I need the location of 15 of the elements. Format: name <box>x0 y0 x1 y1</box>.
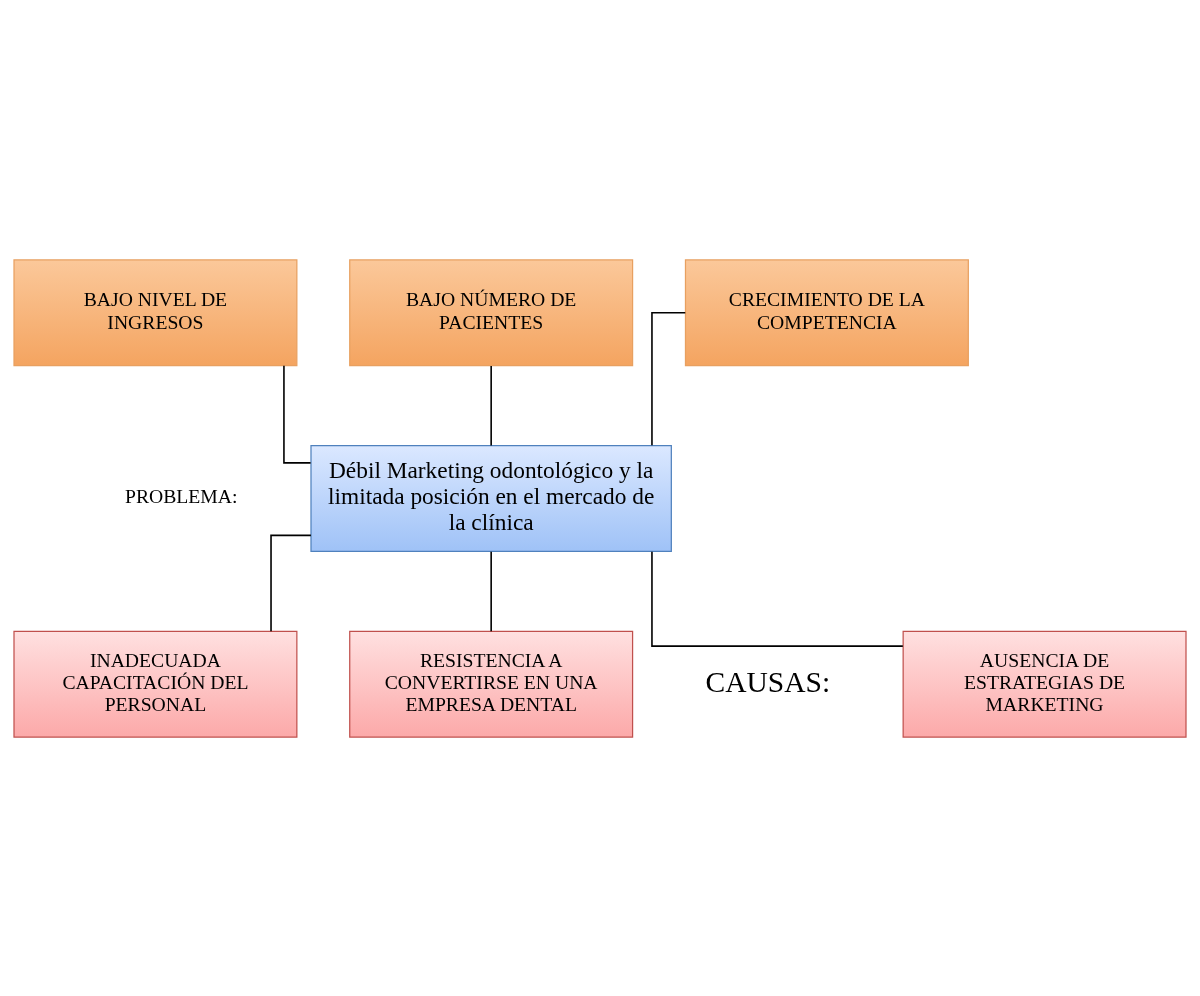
label: PROBLEMA: <box>125 484 238 507</box>
connector <box>651 311 687 446</box>
connector <box>490 550 492 632</box>
label: CAUSAS: <box>705 665 831 698</box>
node-box: BAJO NIVEL DE INGRESOS <box>13 258 298 366</box>
node-box: CRECIMIENTO DE LA COMPETENCIA <box>684 258 969 366</box>
connector <box>651 550 904 647</box>
connector <box>270 534 312 632</box>
node-box: BAJO NÚMERO DE PACIENTES <box>349 258 634 366</box>
connector <box>283 364 312 464</box>
connector <box>490 364 492 446</box>
node-box: INADECUADA CAPACITACIÓN DEL PERSONAL <box>13 630 298 738</box>
node-box: RESISTENCIA A CONVERTIRSE EN UNA EMPRESA DENTAL <box>349 630 634 738</box>
node-box: Débil Marketing odontológico y la limitada posición en el mercado de la clínica <box>310 444 672 552</box>
node-box: AUSENCIA DE ESTRATEGIAS DE MARKETING <box>902 630 1187 738</box>
